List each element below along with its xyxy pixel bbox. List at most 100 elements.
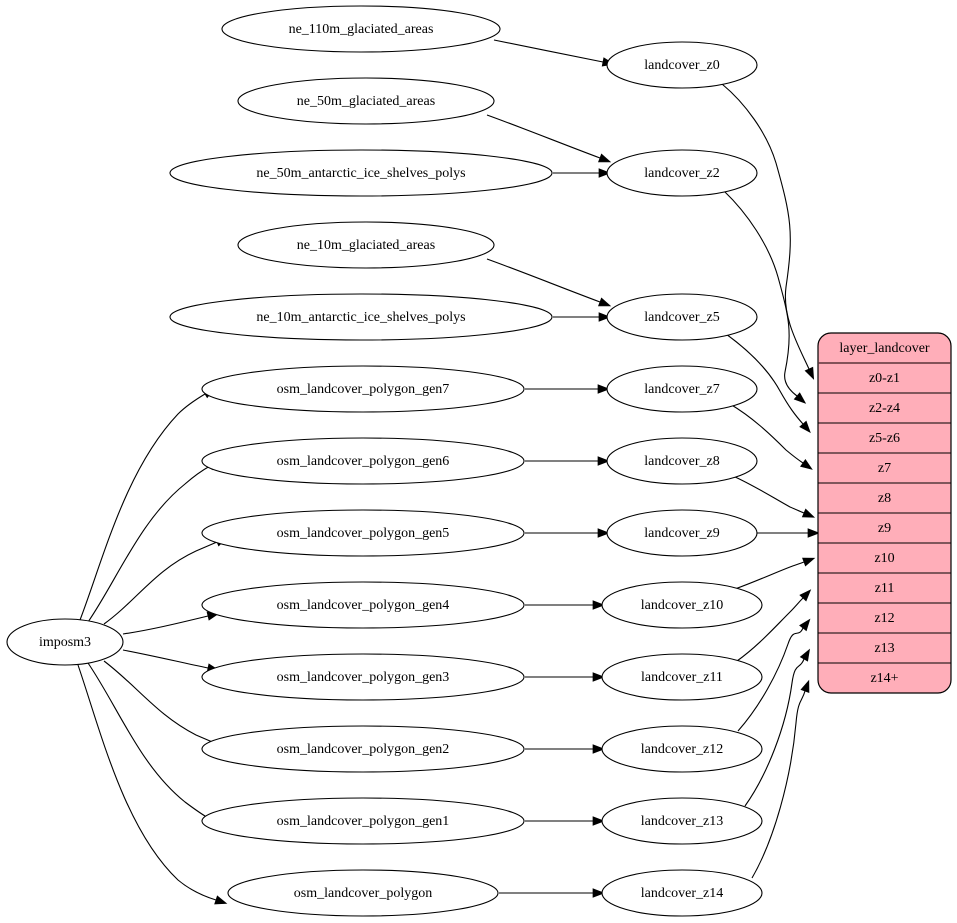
edge <box>725 333 811 434</box>
edge <box>493 39 615 67</box>
edge-arrowhead <box>799 420 811 434</box>
edge <box>721 83 815 380</box>
edge <box>525 528 610 538</box>
node-ne_10m_glaciated_areas[interactable]: ne_10m_glaciated_areas <box>237 221 495 269</box>
edge-line <box>87 662 211 820</box>
source-node-shape <box>201 653 525 701</box>
edge-arrowhead <box>804 366 815 380</box>
node-osm_landcover_polygon[interactable]: osm_landcover_polygon <box>227 869 499 917</box>
node-landcover_z8[interactable]: landcover_z8 <box>606 437 758 485</box>
edges-group <box>77 39 820 905</box>
layer-table-row[interactable] <box>818 603 951 633</box>
edge <box>486 258 612 307</box>
source-node-shape <box>221 5 501 53</box>
edge <box>525 816 605 826</box>
edge <box>525 384 610 394</box>
node-ne_50m_glaciated_areas[interactable]: ne_50m_glaciated_areas <box>237 77 495 125</box>
layer-table-row[interactable] <box>818 633 951 663</box>
edge-line <box>725 333 804 425</box>
source-node-shape <box>169 293 553 341</box>
edge-arrowhead <box>598 168 611 178</box>
layer-table[interactable]: layer_landcoverz0-z1z2-z4z5-z6z7z8z9z10z… <box>817 332 952 694</box>
source-node-shape <box>237 77 495 125</box>
edge-line <box>723 190 798 397</box>
source-node-shape <box>6 618 124 666</box>
edge-arrowhead <box>592 600 605 610</box>
node-osm_landcover_polygon_gen4[interactable]: osm_landcover_polygon_gen4 <box>201 581 525 629</box>
edge-arrowhead <box>214 895 228 905</box>
edge-arrowhead <box>807 528 820 538</box>
edge-arrowhead <box>592 744 605 754</box>
layer-node-shape <box>601 653 763 701</box>
edge-arrowhead <box>592 672 605 682</box>
source-node-shape <box>169 149 553 197</box>
layer-node-shape <box>606 365 758 413</box>
edge <box>122 649 220 673</box>
edge-arrowhead <box>597 456 610 466</box>
edge-line <box>122 649 209 669</box>
node-imposm3[interactable]: imposm3 <box>6 618 124 666</box>
layer-node-shape <box>606 509 758 557</box>
layer-node-shape <box>606 41 758 89</box>
edge <box>525 456 610 466</box>
edge-line <box>721 83 810 370</box>
edge-arrowhead <box>592 888 605 898</box>
node-landcover_z12[interactable]: landcover_z12 <box>601 725 763 773</box>
edge <box>122 611 220 635</box>
edge-line <box>122 615 209 635</box>
layer-table-row[interactable] <box>818 423 951 453</box>
edge-line <box>77 664 217 901</box>
edge-arrowhead <box>799 589 812 602</box>
node-osm_landcover_polygon_gen2[interactable]: osm_landcover_polygon_gen2 <box>201 725 525 773</box>
node-landcover_z11[interactable]: landcover_z11 <box>601 653 763 701</box>
edge <box>732 475 816 518</box>
edge <box>734 557 816 590</box>
node-osm_landcover_polygon_gen7[interactable]: osm_landcover_polygon_gen7 <box>201 365 525 413</box>
node-ne_50m_antarctic_ice_shelves_polys[interactable]: ne_50m_antarctic_ice_shelves_polys <box>169 149 553 197</box>
node-landcover_z14[interactable]: landcover_z14 <box>601 869 763 917</box>
node-osm_landcover_polygon_gen6[interactable]: osm_landcover_polygon_gen6 <box>201 437 525 485</box>
node-landcover_z9[interactable]: landcover_z9 <box>606 509 758 557</box>
node-ne_10m_antarctic_ice_shelves_polys[interactable]: ne_10m_antarctic_ice_shelves_polys <box>169 293 553 341</box>
edge <box>77 664 228 905</box>
node-landcover_z10[interactable]: landcover_z10 <box>601 581 763 629</box>
edge-line <box>732 475 805 514</box>
layer-table-row[interactable] <box>818 393 951 423</box>
node-osm_landcover_polygon_gen5[interactable]: osm_landcover_polygon_gen5 <box>201 509 525 557</box>
edge <box>553 168 611 178</box>
edge-line <box>103 541 218 625</box>
node-landcover_z7[interactable]: landcover_z7 <box>606 365 758 413</box>
edge-arrowhead <box>800 458 813 470</box>
edge-arrowhead <box>598 153 612 163</box>
edge <box>751 679 810 879</box>
edge <box>736 589 812 662</box>
layer-table-row[interactable] <box>818 573 951 603</box>
node-osm_landcover_polygon_gen1[interactable]: osm_landcover_polygon_gen1 <box>201 797 525 845</box>
edge-arrowhead <box>793 392 807 404</box>
node-osm_landcover_polygon_gen3[interactable]: osm_landcover_polygon_gen3 <box>201 653 525 701</box>
layer-table-row[interactable] <box>818 483 951 513</box>
layer-table-row[interactable] <box>818 663 951 693</box>
edge-arrowhead <box>597 384 610 394</box>
layer-table-row[interactable] <box>818 453 951 483</box>
edge <box>525 744 605 754</box>
node-ne_110m_glaciated_areas[interactable]: ne_110m_glaciated_areas <box>221 5 501 53</box>
layer-node-shape <box>601 725 763 773</box>
node-landcover_z2[interactable]: landcover_z2 <box>606 149 758 197</box>
layer-table-row[interactable] <box>818 543 951 573</box>
layer-node-shape <box>606 437 758 485</box>
edge-line <box>486 258 601 303</box>
layer-table-row[interactable] <box>818 513 951 543</box>
edge-arrowhead <box>801 508 816 518</box>
node-landcover_z0[interactable]: landcover_z0 <box>606 41 758 89</box>
layer-table-row[interactable] <box>818 363 951 393</box>
edge-arrowhead <box>799 648 811 662</box>
source-node-shape <box>201 509 525 557</box>
node-landcover_z5[interactable]: landcover_z5 <box>606 293 758 341</box>
edge <box>757 528 820 538</box>
layer-node-shape <box>601 869 763 917</box>
node-landcover_z13[interactable]: landcover_z13 <box>601 797 763 845</box>
layer-node-shape <box>601 581 763 629</box>
